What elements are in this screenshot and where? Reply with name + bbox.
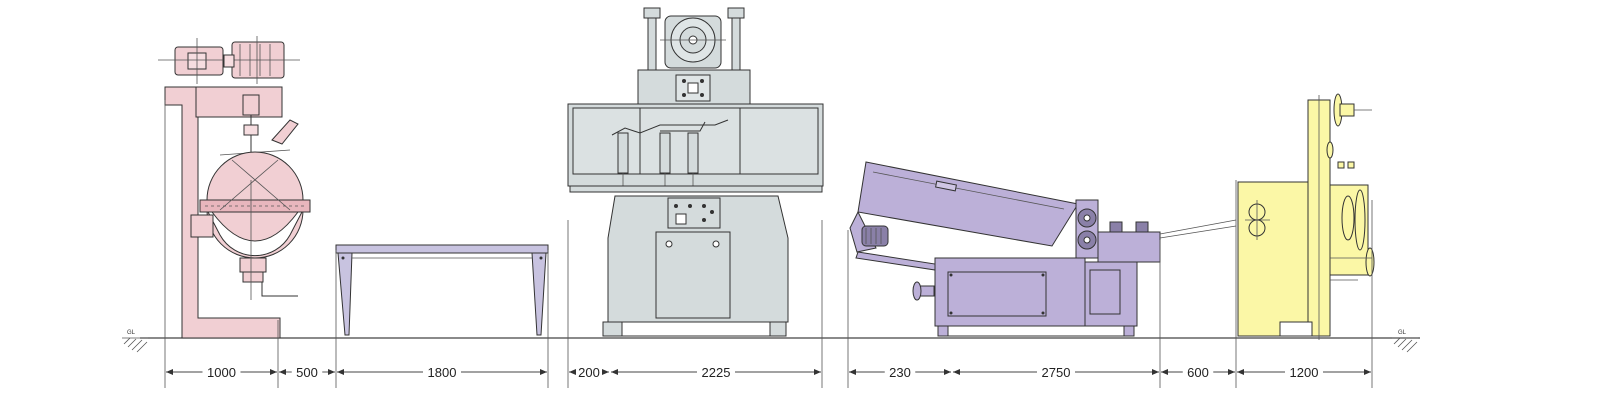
dimension-arrow — [1237, 369, 1244, 375]
work-table — [335, 244, 549, 336]
gl-label-left: GL — [127, 330, 136, 336]
dimension-arrow — [1152, 369, 1159, 375]
dimension-arrow — [540, 369, 547, 375]
dimension-arrow — [602, 369, 609, 375]
dimension-label: 1000 — [207, 365, 236, 380]
dimension-arrow — [1228, 369, 1235, 375]
dimension-label: 500 — [296, 365, 318, 380]
dimension-arrow — [944, 369, 951, 375]
dimension-label: 230 — [889, 365, 911, 380]
dimension-label: 1200 — [1290, 365, 1319, 380]
dimension-arrow — [1364, 369, 1371, 375]
dimension-label: 200 — [578, 365, 600, 380]
dimension-lines — [164, 100, 1373, 388]
dimension-arrow — [849, 369, 856, 375]
dimension-label: 2225 — [702, 365, 731, 380]
gl-marker-right: GL — [1392, 330, 1418, 353]
dimension-arrow — [337, 369, 344, 375]
dimension-label: 600 — [1187, 365, 1209, 380]
dimension-set: 1000 500 1800 200 2225 230 2750 600 1200 — [166, 365, 1371, 380]
dimension-arrow — [953, 369, 960, 375]
gl-label-right: GL — [1398, 330, 1407, 336]
dimension-arrow — [328, 369, 335, 375]
conveyor-trough — [849, 161, 1237, 337]
gl-marker-left: GL — [122, 330, 148, 353]
dimension-arrow — [814, 369, 821, 375]
dimension-arrow — [1161, 369, 1168, 375]
wire-winder — [1237, 93, 1375, 340]
dimension-arrow — [569, 369, 576, 375]
dimension-arrow — [270, 369, 277, 375]
reactor-vessel — [158, 36, 311, 339]
dimension-arrow — [166, 369, 173, 375]
dimension-label: 2750 — [1042, 365, 1071, 380]
dimension-arrow — [279, 369, 286, 375]
press-machine — [567, 7, 824, 337]
dimension-arrow — [611, 369, 618, 375]
dimension-label: 1800 — [428, 365, 457, 380]
